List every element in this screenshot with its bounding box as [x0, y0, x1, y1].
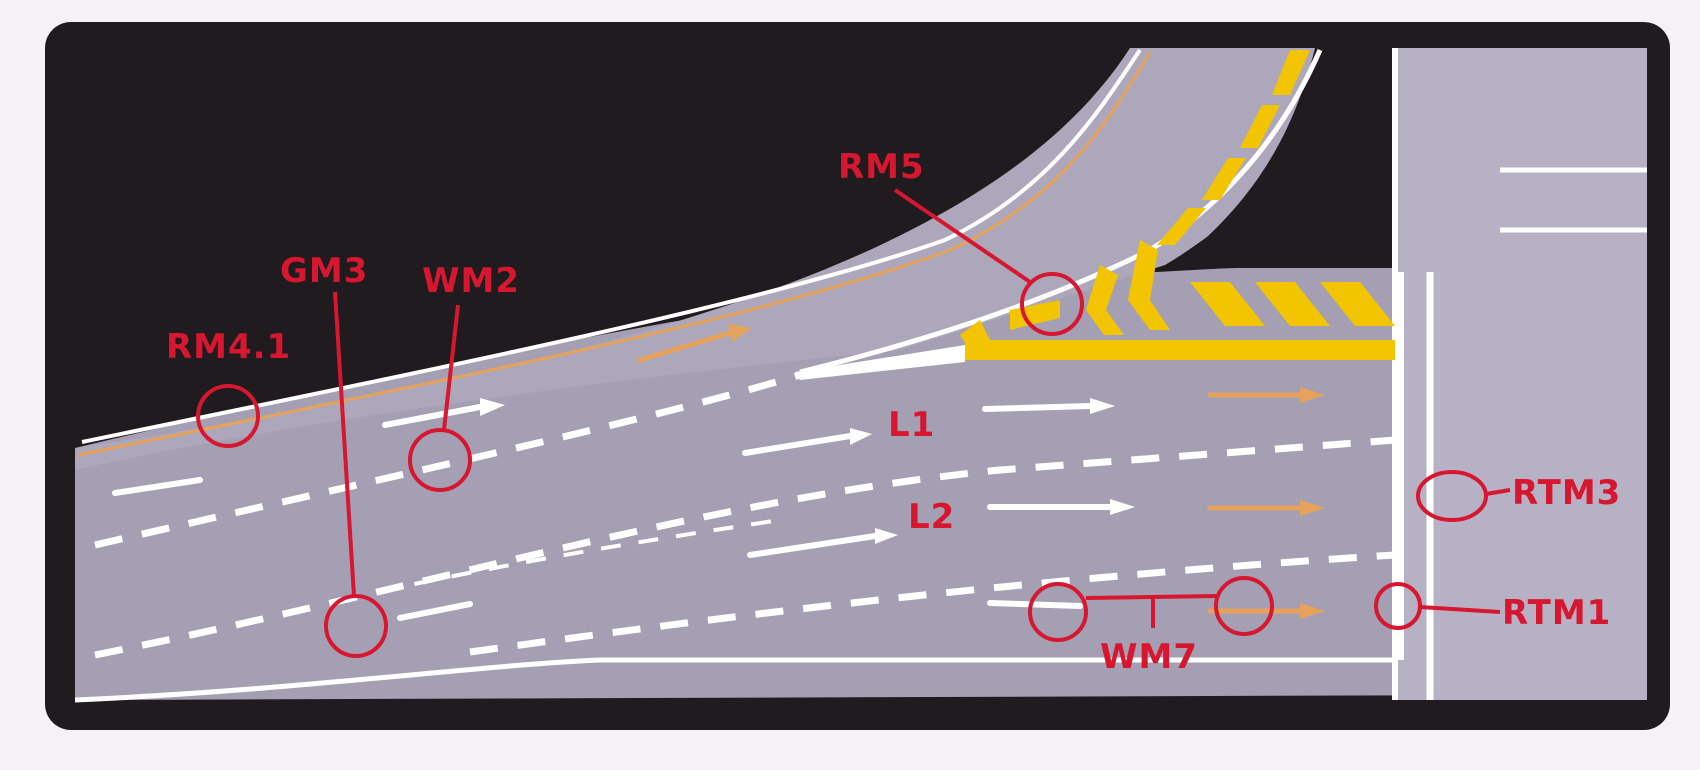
callout-ring-wm2 — [408, 428, 472, 492]
label-wm2: WM2 — [422, 261, 520, 301]
white-gore-taper — [795, 345, 965, 380]
edge-line-orange — [77, 51, 1152, 457]
annotation-callouts — [196, 188, 1511, 658]
leader-rtm1 — [1419, 605, 1501, 614]
label-rm4-1: RM4.1 — [166, 327, 291, 367]
orange-lane-arrows — [637, 324, 1325, 619]
label-gm3: GM3 — [280, 251, 368, 291]
label-rm5: RM5 — [838, 147, 925, 187]
label-l1: L1 — [888, 405, 935, 445]
leader-rtm3 — [1485, 488, 1511, 496]
road-surface-cross — [1395, 48, 1647, 700]
yellow-transverse-bar — [965, 340, 1395, 360]
lane-divider-slip-fine — [339, 518, 781, 602]
callout-ring-rm5 — [1020, 272, 1084, 336]
bottom-edge-line — [74, 657, 1395, 703]
lane-divider-lower — [469, 551, 1396, 656]
callout-ring-rtm3 — [1416, 470, 1488, 522]
label-rtm3: RTM3 — [1512, 473, 1621, 513]
edge-line-white-slip — [81, 48, 1142, 444]
label-wm7: WM7 — [1100, 637, 1198, 677]
label-l2: L2 — [908, 497, 955, 537]
annotation-labels: RM5 GM3 WM2 RM4.1 L1 L2 RTM3 RTM1 WM7 — [166, 147, 1621, 677]
callout-ring-rtm1 — [1374, 582, 1422, 630]
leader-rm5 — [893, 188, 1032, 284]
leader-gm3 — [333, 291, 356, 597]
lane-divider-thin-dashes — [339, 518, 781, 602]
lane-divider-mid — [94, 436, 1396, 659]
callout-ring-rm4-1 — [196, 384, 260, 448]
callout-ring-wm7-right — [1214, 576, 1274, 636]
lane-divider-dashes — [94, 371, 1396, 659]
leader-wm2 — [442, 304, 460, 431]
lane-arrow-icon — [112, 398, 1135, 621]
label-rtm1: RTM1 — [1502, 593, 1611, 633]
road-surface-main — [75, 268, 1500, 700]
callout-ring-wm7-left — [1028, 582, 1088, 642]
callout-ring-gm3 — [324, 594, 388, 658]
